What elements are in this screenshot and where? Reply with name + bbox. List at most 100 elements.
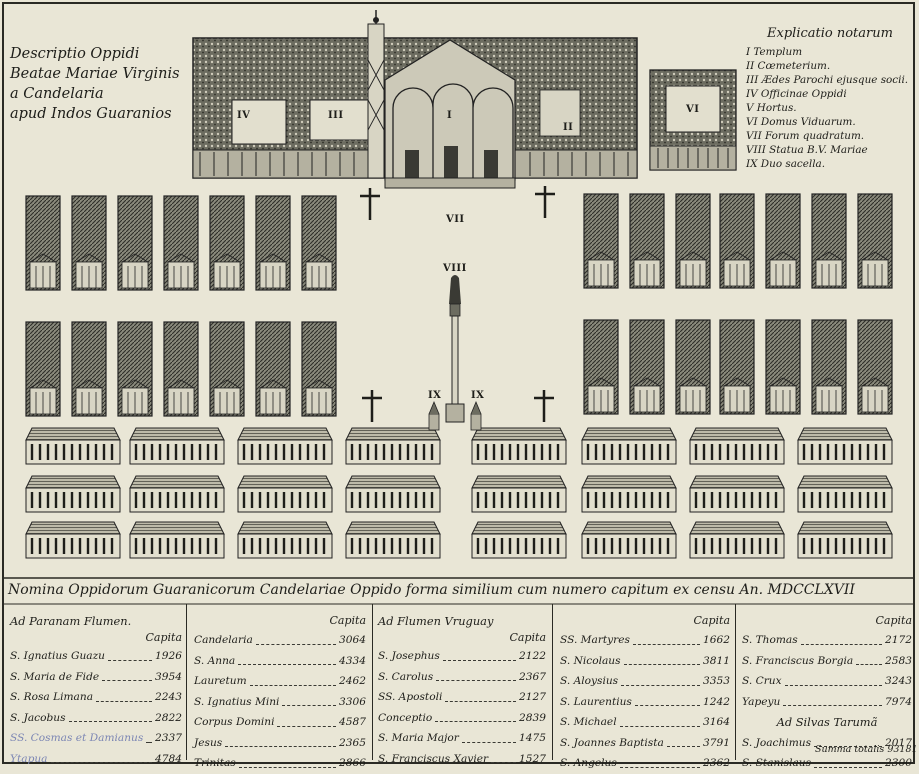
capita-label: Capita <box>329 614 366 627</box>
town-population: 2243 <box>155 691 182 703</box>
town-name: SS. Martyres <box>560 634 630 646</box>
town-row: S. Maria de Fide 3954 <box>10 667 182 688</box>
town-population: 1527 <box>519 752 546 765</box>
church-complex <box>192 10 638 189</box>
town-row: S. Franciscus Borgia 2583 <box>742 651 912 672</box>
town-name: Corpus Domini <box>194 716 275 728</box>
town-name: S. Anna <box>194 654 236 667</box>
column-divider <box>552 604 553 760</box>
town-name: S. Ignatius Mini <box>194 695 280 708</box>
town-name: S. Franciscus Xavier <box>378 752 489 765</box>
legend-item: VIII Statua B.V. Mariae <box>746 144 868 156</box>
town-row: S. Anna 4334 <box>194 651 366 672</box>
total-label: Summa totalis <box>815 744 885 755</box>
town-name: S. Aloysius <box>560 675 619 687</box>
town-population: 7974 <box>885 695 912 708</box>
town-name: Ytapua <box>10 752 48 765</box>
town-population: 3791 <box>703 736 730 749</box>
town-population: 3164 <box>703 716 730 728</box>
town-population: 2839 <box>519 711 546 724</box>
town-population: 2367 <box>519 670 546 683</box>
town-population: 2462 <box>339 675 366 687</box>
town-population: 2362 <box>703 757 730 769</box>
legend: Explicatio notarum I Templum II Cœmeteri… <box>746 26 914 171</box>
town-population: 2300 <box>885 757 912 769</box>
town-population: 2365 <box>339 736 366 749</box>
column-divider <box>735 604 736 760</box>
town-row: Trinitas 2866 <box>194 753 366 774</box>
long-houses <box>24 426 894 560</box>
town-name: Trinitas <box>194 757 236 769</box>
legend-item: II Cœmeterium. <box>746 60 831 72</box>
town-row: Candelaria 3064 <box>194 630 366 651</box>
legend-item: VII Forum quadratum. <box>746 130 865 142</box>
label-i: I <box>447 110 453 121</box>
label-ix-right: IX <box>471 390 485 401</box>
census-column-2: Capita Candelaria 3064 S. Anna 4334 Lauret… <box>194 612 366 774</box>
label-vi: VI <box>686 104 700 115</box>
town-name: Candelaria <box>194 634 253 646</box>
town-population: 1475 <box>519 732 546 744</box>
label-iv: IV <box>237 110 251 121</box>
town-population: 3811 <box>703 654 730 667</box>
column-divider <box>186 604 187 760</box>
label-viii: VIII <box>443 263 467 274</box>
town-population: 3954 <box>155 670 182 683</box>
town-population: 1242 <box>703 695 730 708</box>
title-line: Descriptio Oppidi <box>10 46 140 62</box>
column-divider <box>372 604 373 760</box>
town-name: S. Joachimus <box>742 736 812 749</box>
town-population: 3064 <box>339 634 366 646</box>
town-row: Jesus 2365 <box>194 733 366 754</box>
title-line: Beatae Mariae Virginis <box>10 66 180 82</box>
grand-total: Summa totalis 93181 <box>815 744 918 755</box>
town-name: Lauretum <box>194 675 247 687</box>
town-population: 2866 <box>339 757 366 769</box>
town-name: S. Thomas <box>742 634 798 646</box>
town-population: 2822 <box>155 711 182 724</box>
legend-item: III Ædes Parochi ejusque socii. <box>746 74 909 86</box>
town-name: S. Franciscus Borgia <box>742 654 854 667</box>
town-name: S. Maria Major <box>378 732 459 744</box>
town-name: S. Nicolaus <box>560 654 621 667</box>
label-ix-left: IX <box>428 390 442 401</box>
town-name: S. Maria de Fide <box>10 670 100 683</box>
town-population: 2583 <box>885 654 912 667</box>
bell-tower <box>367 23 385 179</box>
statue-column <box>445 275 465 423</box>
town-name: Jesus <box>194 736 223 749</box>
town-name: S. Jacobus <box>10 711 66 724</box>
legend-item: V Hortus. <box>746 102 797 114</box>
section-heading: Ad Silvas Tarumã <box>776 715 878 729</box>
capita-label: Capita <box>693 614 730 627</box>
cemetery-area <box>539 89 581 137</box>
town-population: 4334 <box>339 654 366 667</box>
capita-label: Capita <box>509 631 546 644</box>
label-ii: II <box>563 122 574 133</box>
town-row: S. Franciscus Xavier 1527 <box>378 749 546 770</box>
legend-item: VI Domus Viduarum. <box>746 116 856 128</box>
town-row: S. Maria Major 1475 <box>378 728 546 749</box>
town-population: 1926 <box>155 650 182 662</box>
